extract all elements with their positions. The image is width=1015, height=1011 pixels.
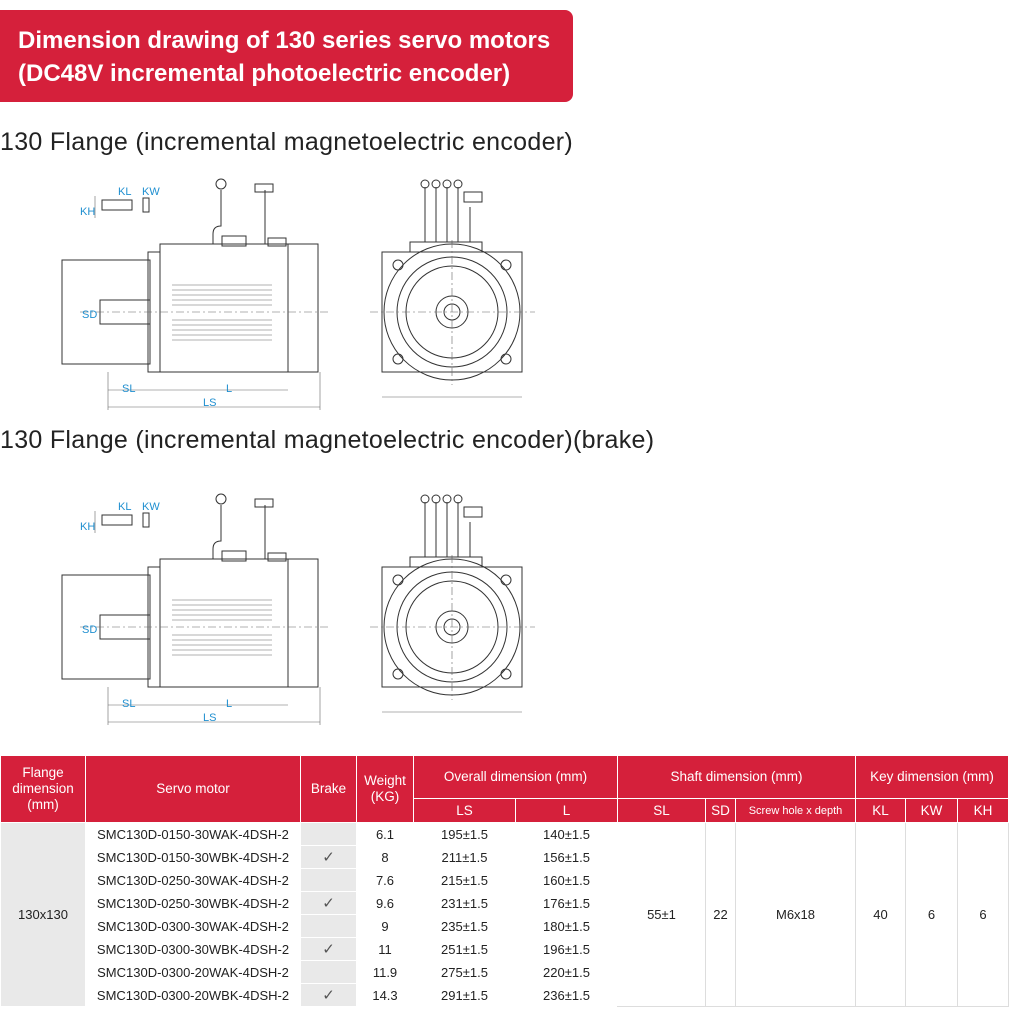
header-weight: Weight (KG) [356, 755, 414, 823]
header-overall: Overall dimension (mm) [413, 755, 618, 799]
title-banner: Dimension drawing of 130 series servo mo… [0, 10, 573, 102]
l-cell: 156±1.5 [515, 845, 618, 869]
side-view: SL L LS SD [61, 493, 330, 725]
ls-label: LS [203, 712, 216, 724]
kl-label: KL [118, 186, 131, 198]
header-shaft: Shaft dimension (mm) [617, 755, 856, 799]
dimension-drawing-brake: KL KW KH SL L LS SD [61, 493, 535, 725]
brake-cell [300, 960, 357, 984]
ls-cell: 211±1.5 [413, 845, 516, 869]
sd-label: SD [82, 624, 97, 636]
front-view [370, 179, 535, 398]
section-title-brake: 130 Flange (incremental magnetoelectric … [0, 426, 655, 454]
brake-cell [300, 914, 357, 938]
header-l: L [515, 798, 618, 823]
key-detail: KL KW KH [80, 186, 160, 218]
brake-cell: ✓ [300, 937, 357, 961]
model-cell: SMC130D-0300-20WBK-4DSH-2 [85, 983, 301, 1007]
sl-cell: 55±1 [617, 822, 706, 1007]
header-kl: KL [855, 798, 906, 823]
header-ls: LS [413, 798, 516, 823]
l-cell: 180±1.5 [515, 914, 618, 938]
l-cell: 160±1.5 [515, 868, 618, 892]
l-label: L [226, 383, 232, 395]
header-motor: Servo motor [85, 755, 301, 823]
weight-cell: 9.6 [356, 891, 414, 915]
ls-cell: 235±1.5 [413, 914, 516, 938]
model-cell: SMC130D-0150-30WBK-4DSH-2 [85, 845, 301, 869]
sl-label: SL [122, 698, 135, 710]
model-cell: SMC130D-0150-30WAK-4DSH-2 [85, 822, 301, 846]
kh-label: KH [80, 206, 95, 218]
key-detail: KL KW KH [80, 501, 160, 533]
sd-cell: 22 [705, 822, 736, 1007]
l-cell: 140±1.5 [515, 822, 618, 846]
header-flange: Flange dimension (mm) [0, 755, 86, 823]
model-cell: SMC130D-0300-20WAK-4DSH-2 [85, 960, 301, 984]
kl-cell: 40 [855, 822, 906, 1007]
l-cell: 236±1.5 [515, 983, 618, 1007]
weight-cell: 11.9 [356, 960, 414, 984]
banner-line-1: Dimension drawing of 130 series servo mo… [18, 27, 551, 54]
header-sl: SL [617, 798, 706, 823]
ls-cell: 275±1.5 [413, 960, 516, 984]
brake-cell: ✓ [300, 891, 357, 915]
flange-cell: 130x130 [0, 822, 86, 1007]
weight-cell: 9 [356, 914, 414, 938]
banner-line-2: (DC48V incremental photoelectric encoder… [18, 60, 511, 87]
header-key: Key dimension (mm) [855, 755, 1009, 799]
brake-cell [300, 868, 357, 892]
screw-cell: M6x18 [735, 822, 856, 1007]
weight-cell: 14.3 [356, 983, 414, 1007]
kh-cell: 6 [957, 822, 1009, 1007]
model-cell: SMC130D-0300-30WBK-4DSH-2 [85, 937, 301, 961]
sl-label: SL [122, 383, 135, 395]
brake-cell: ✓ [300, 983, 357, 1007]
header-kh: KH [957, 798, 1009, 823]
ls-cell: 231±1.5 [413, 891, 516, 915]
header-kw: KW [905, 798, 958, 823]
model-cell: SMC130D-0250-30WBK-4DSH-2 [85, 891, 301, 915]
dimension-drawing-standard: KL KW KH SL L LS SD [61, 178, 535, 410]
l-cell: 176±1.5 [515, 891, 618, 915]
specification-table: Flange dimension (mm) Servo motor Brake … [0, 755, 1009, 1007]
ls-label: LS [203, 397, 216, 409]
kw-label: KW [142, 501, 160, 513]
sd-label: SD [82, 309, 97, 321]
header-brake: Brake [300, 755, 357, 823]
ls-cell: 195±1.5 [413, 822, 516, 846]
weight-cell: 7.6 [356, 868, 414, 892]
l-label: L [226, 698, 232, 710]
l-cell: 196±1.5 [515, 937, 618, 961]
header-screw: Screw hole x depth [735, 798, 856, 823]
kh-label: KH [80, 521, 95, 533]
header-sd: SD [705, 798, 736, 823]
brake-cell: ✓ [300, 845, 357, 869]
ls-cell: 291±1.5 [413, 983, 516, 1007]
kl-label: KL [118, 501, 131, 513]
ls-cell: 215±1.5 [413, 868, 516, 892]
kw-cell: 6 [905, 822, 958, 1007]
l-cell: 220±1.5 [515, 960, 618, 984]
model-cell: SMC130D-0300-30WAK-4DSH-2 [85, 914, 301, 938]
kw-label: KW [142, 186, 160, 198]
weight-cell: 11 [356, 937, 414, 961]
front-view [370, 494, 535, 713]
ls-cell: 251±1.5 [413, 937, 516, 961]
section-title-standard: 130 Flange (incremental magnetoelectric … [0, 128, 574, 156]
weight-cell: 8 [356, 845, 414, 869]
weight-cell: 6.1 [356, 822, 414, 846]
brake-cell [300, 822, 357, 846]
model-cell: SMC130D-0250-30WAK-4DSH-2 [85, 868, 301, 892]
side-view: SL L LS SD [61, 178, 330, 410]
